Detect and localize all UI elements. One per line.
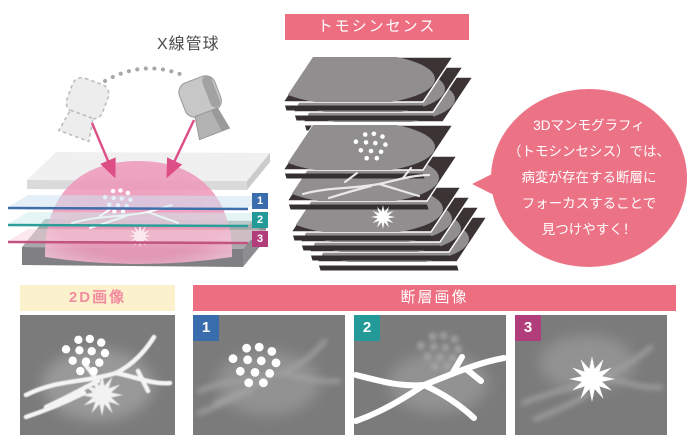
sweep-arc-dotted [103, 66, 189, 83]
speech-bubble: 3Dマンモグラフィ （トモシンセシス）では、 病変が存在する断層に フォーカスす… [491, 89, 687, 267]
slice-chip-3: 3 [515, 315, 541, 341]
starburst-mass-icon [569, 356, 615, 402]
xray-tube-label: X線管球 [157, 36, 220, 53]
layer-chip-2: 2 [252, 212, 268, 228]
layer-chip-1: 1 [252, 193, 268, 209]
xray-sweep-diagram [7, 66, 270, 267]
slice-chip-1: 1 [193, 315, 219, 341]
slices-banner: 断層画像 [193, 285, 676, 311]
xray-tube-icon [178, 75, 231, 141]
slice-plane-2 [7, 212, 268, 228]
tomo-slab-group-top [283, 53, 473, 131]
xray-beam-left-arrow [90, 122, 116, 179]
slice-image-1: 1 [193, 315, 345, 435]
bubble-line: フォーカスすることで [521, 196, 657, 211]
tomosynthesis-stack [283, 45, 488, 280]
slice-plane-3 [7, 229, 268, 245]
slice-plane-1 [7, 195, 268, 211]
starburst-lesion-icon [371, 205, 395, 229]
layer-chip-3: 3 [252, 231, 268, 247]
bubble-line: （トモシンセシス）では、 [508, 144, 670, 159]
starburst-lesion-icon [81, 374, 123, 416]
branch-lesion-icon [353, 354, 507, 424]
slice-chip-2: 2 [354, 315, 380, 341]
bubble-line: 見つけやすく！ [541, 222, 637, 237]
2d-image-banner: 2D画像 [20, 285, 175, 311]
bubble-line: 3Dマンモグラフィ [533, 118, 645, 133]
calcification-dots-icon [228, 342, 281, 388]
slice-image-3: 3 [515, 315, 667, 435]
calcification-dots-icon [353, 131, 388, 161]
tomosynthesis-banner: トモシンセンス [285, 14, 469, 40]
slice-image-2: 2 [353, 315, 507, 435]
bubble-line: 病変が存在する断層に [521, 170, 657, 185]
xray-beam-right-arrow [166, 119, 196, 179]
calcification-dots-icon [61, 334, 110, 376]
branch-lesion-icon [301, 166, 431, 200]
faint-dots [417, 331, 462, 371]
xray-tube-ghost-icon [57, 76, 110, 143]
2d-image [20, 315, 175, 435]
